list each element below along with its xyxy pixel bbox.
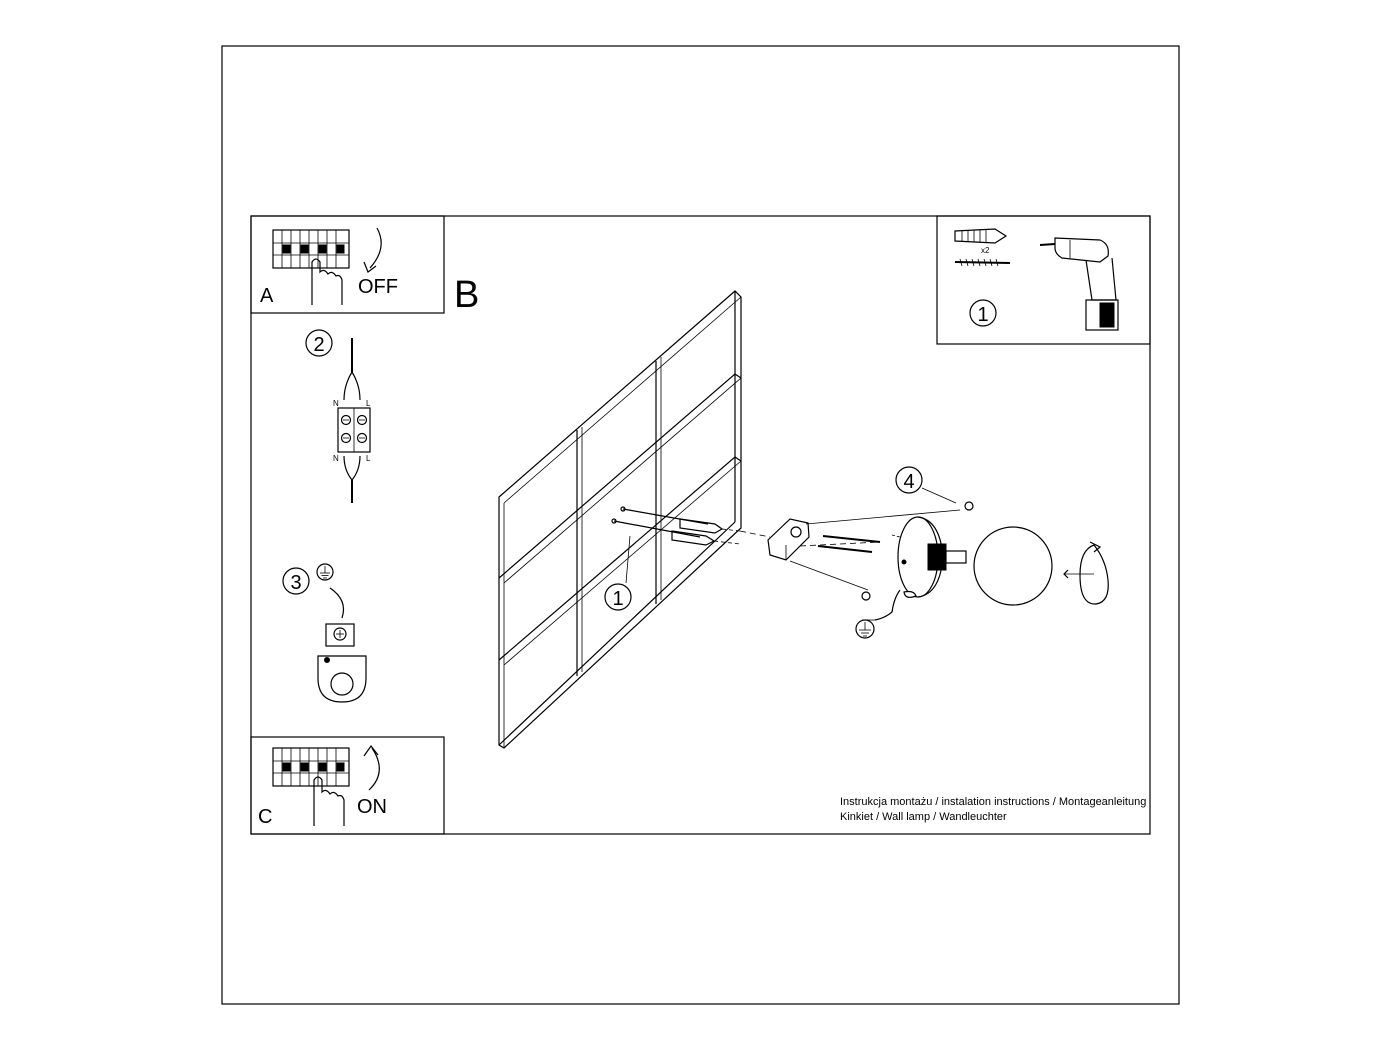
circuit-breaker-icon bbox=[272, 229, 350, 269]
step-3-earth: 3 bbox=[282, 563, 367, 703]
nut-icon bbox=[861, 591, 871, 601]
hand-icon bbox=[313, 776, 345, 826]
step-2-number: 2 bbox=[313, 334, 324, 356]
step-4-circle bbox=[895, 466, 923, 494]
tools-step-number: 1 bbox=[977, 304, 988, 326]
step-1-circle bbox=[969, 299, 997, 327]
wall-panel bbox=[498, 290, 742, 749]
step-1-callout: 1 bbox=[604, 535, 632, 611]
glass-globe bbox=[973, 526, 1053, 606]
terminal-block-icon bbox=[337, 338, 371, 503]
circuit-breaker-icon bbox=[272, 747, 350, 787]
panel-c-box bbox=[250, 736, 445, 835]
panel-a-box bbox=[250, 215, 445, 314]
step-3-circle bbox=[282, 567, 310, 595]
nut-icon bbox=[964, 501, 974, 511]
terminal-l-top: L bbox=[366, 399, 371, 408]
panel-c-switch-on: C ON bbox=[250, 736, 445, 835]
terminal-l-bottom: L bbox=[366, 454, 371, 463]
step-2-circle bbox=[305, 329, 333, 357]
step-4-callout: 4 bbox=[861, 466, 974, 601]
page-frame bbox=[221, 45, 1180, 1005]
lamp-base bbox=[862, 516, 967, 621]
step-2-wiring: 2 N L N L bbox=[305, 329, 371, 503]
rotate-up-arrow-icon bbox=[368, 747, 380, 791]
terminal-n-bottom: N bbox=[333, 454, 339, 463]
screw-icon bbox=[954, 258, 1011, 267]
panel-a-switch-off: A OFF bbox=[250, 215, 445, 314]
step-3-number: 3 bbox=[290, 572, 301, 594]
wall-plug-icon bbox=[671, 530, 716, 546]
step-1-number: 1 bbox=[612, 588, 623, 610]
step-4-number: 4 bbox=[903, 471, 914, 493]
wall-plug-icon bbox=[679, 518, 724, 534]
step-1-wall-circle bbox=[604, 583, 632, 611]
wall-fixings bbox=[611, 506, 741, 546]
panel-a-letter: A bbox=[260, 285, 274, 307]
product-title: Kinkiet / Wall lamp / Wandleuchter bbox=[840, 811, 1007, 823]
wall-tiles bbox=[498, 290, 742, 749]
off-label: OFF bbox=[358, 276, 398, 298]
on-label: ON bbox=[357, 796, 387, 818]
wall-plug-icon bbox=[954, 228, 1008, 244]
panel-b-letter: B bbox=[454, 274, 479, 316]
ground-symbol-icon bbox=[855, 619, 875, 639]
instructions-title: Instrukcja montażu / instalation instruc… bbox=[840, 796, 1146, 808]
hand-icon bbox=[311, 258, 343, 305]
drill-icon bbox=[1039, 237, 1119, 331]
terminal-n-top: N bbox=[333, 399, 339, 408]
ground-symbol-icon bbox=[316, 563, 334, 581]
twist-arrow-icon bbox=[1063, 541, 1109, 605]
base-screws bbox=[817, 534, 901, 553]
panel-c-letter: C bbox=[258, 806, 272, 828]
earth-terminal-icon bbox=[317, 623, 367, 703]
quantity-label: x2 bbox=[981, 246, 990, 255]
tools-panel: x2 1 bbox=[936, 215, 1151, 345]
tools-box bbox=[936, 215, 1151, 345]
drawing-frame bbox=[250, 215, 1151, 835]
rotate-down-arrow-icon bbox=[369, 227, 382, 269]
mounting-bracket bbox=[739, 509, 961, 591]
